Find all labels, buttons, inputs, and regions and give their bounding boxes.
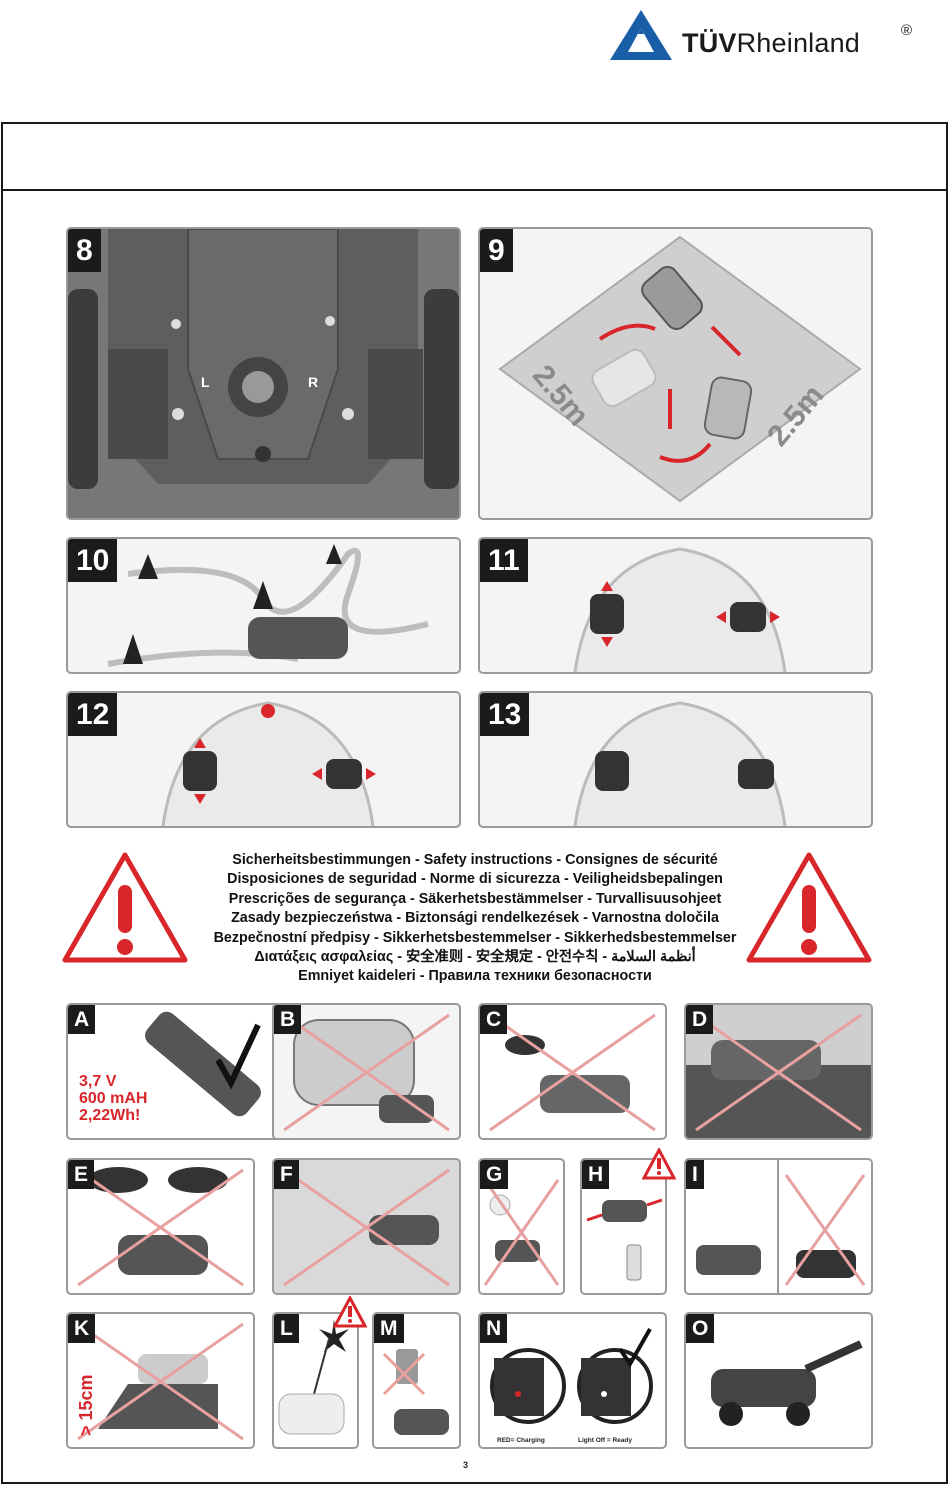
tuv-triangle-icon <box>610 10 672 60</box>
panel-g-no-heat: G <box>478 1158 565 1295</box>
step-number-badge: 11 <box>480 539 528 582</box>
rule-letter-badge: K <box>68 1314 96 1343</box>
safety-line: Disposiciones de seguridad - Norme di si… <box>227 871 723 888</box>
panel-11-controller-sticks: 11 <box>478 537 873 674</box>
rule-letter-badge: O <box>686 1314 715 1343</box>
height-label: > 15cm <box>76 1374 96 1436</box>
step-number-badge: 9 <box>480 229 513 272</box>
battery-voltage: 3,7 V <box>79 1073 117 1090</box>
ready-caption: Light Off = Ready <box>578 1437 632 1444</box>
battery-capacity: 600 mAH <box>79 1090 148 1107</box>
step-number-badge: 13 <box>480 693 530 736</box>
rule-letter-badge: E <box>68 1160 95 1189</box>
panel-12-controller-light-on: 12 <box>66 691 461 828</box>
step-number-badge: 10 <box>68 539 118 582</box>
rule-letter-badge: N <box>480 1314 508 1343</box>
frame-header-divider <box>1 189 948 191</box>
brand-name: TÜVRheinland <box>682 28 861 58</box>
panel-k-no-drops: K > 15cm <box>66 1312 255 1449</box>
panel-13-controller-light-off: 13 <box>478 691 873 828</box>
warning-small-icon <box>333 1296 367 1328</box>
panel-l-antenna-caution: L <box>272 1312 359 1449</box>
panel-10-cone-course: 10 <box>66 537 461 674</box>
registered-mark: ® <box>901 22 913 39</box>
page-number: 3 <box>463 1460 469 1470</box>
rule-letter-badge: I <box>686 1160 704 1189</box>
safety-line: Emniyet kaideleri - Правила техники безо… <box>298 968 652 985</box>
tuv-rheinland-logo: TÜVRheinland ® <box>608 8 938 64</box>
left-label: L <box>201 374 210 390</box>
rule-letter-badge: F <box>274 1160 299 1189</box>
document-frame <box>1 122 948 1484</box>
step-number-badge: 8 <box>68 229 101 272</box>
safety-line: Zasady bezpieczeństwa - Biztonsági rende… <box>231 910 719 927</box>
rule-letter-badge: L <box>274 1314 299 1343</box>
safety-line: Sicherheitsbestimmungen - Safety instruc… <box>232 852 718 868</box>
panel-8-car-underside: 8 L R <box>66 227 461 520</box>
rule-letter-badge: D <box>686 1005 714 1034</box>
panel-9-driving-area: 9 2.5m 2.5m <box>478 227 873 520</box>
right-label: R <box>308 374 319 390</box>
safety-instructions-text: Sicherheitsbestimmungen - Safety instruc… <box>185 851 765 987</box>
warning-triangle-left-icon <box>62 852 188 963</box>
safety-line: Prescrições de segurança - Säkerhetsbest… <box>228 890 722 907</box>
rule-letter-badge: C <box>480 1005 508 1034</box>
battery-spec: 3,7 V 600 mAH 2,22Wh! <box>79 1073 147 1124</box>
rule-letter-badge: G <box>480 1160 509 1189</box>
warning-small-icon <box>642 1148 676 1180</box>
panel-b-no-traffic: B <box>272 1003 461 1140</box>
rule-letter-badge: A <box>68 1005 96 1034</box>
panel-i-no-stepping: I <box>684 1158 873 1295</box>
panel-h-caution: H <box>580 1158 667 1295</box>
safety-line: Διατάξεις ασφαλείας - 安全准则 - 安全規定 - 안전수칙… <box>254 949 696 966</box>
rule-letter-badge: H <box>582 1160 610 1189</box>
safety-line: Bezpečnostní předpisy - Sikkerhetsbestem… <box>213 929 737 946</box>
panel-m-no-chemicals: M <box>372 1312 461 1449</box>
panel-c-no-thunderstorm: C <box>478 1003 667 1140</box>
step-number-badge: 12 <box>68 693 118 736</box>
panel-n-charging-indicator: N <box>478 1312 667 1449</box>
rule-letter-badge: B <box>274 1005 302 1034</box>
warning-triangle-right-icon <box>746 852 872 963</box>
charging-caption: RED= Charging <box>497 1437 545 1444</box>
panel-o-cleaning: O <box>684 1312 873 1449</box>
rule-letter-badge: M <box>374 1314 404 1343</box>
panel-f-no-sand-water: F <box>272 1158 461 1295</box>
panel-e-no-rain-snow: E <box>66 1158 255 1295</box>
battery-energy: 2,22Wh! <box>79 1107 141 1124</box>
panel-d-no-tall-grass: D <box>684 1003 873 1140</box>
